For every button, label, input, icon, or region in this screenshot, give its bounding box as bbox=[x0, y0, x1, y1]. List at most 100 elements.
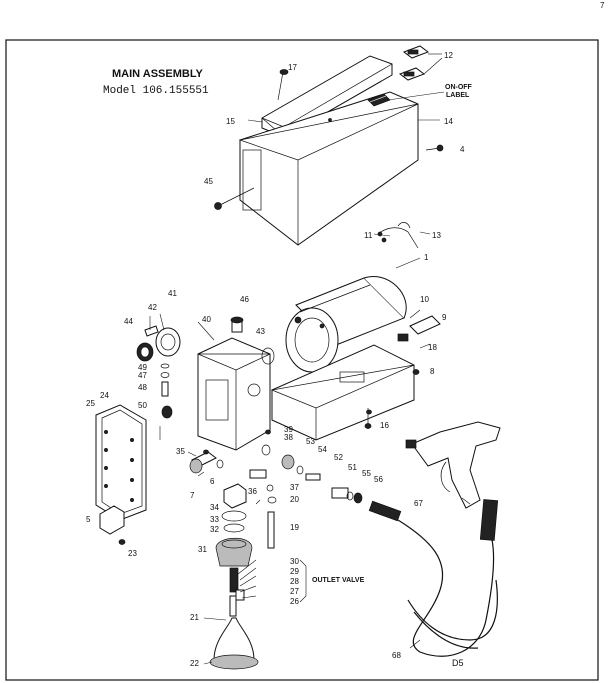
part-label-9: 9 bbox=[442, 313, 447, 322]
part-label-7: 7 bbox=[190, 491, 195, 500]
part-label-67: 67 bbox=[414, 499, 423, 508]
part-label-29: 29 bbox=[290, 567, 299, 576]
part-label-25: 25 bbox=[86, 399, 95, 408]
motor-cover-icon bbox=[239, 91, 419, 246]
screw-38-icon bbox=[265, 429, 271, 435]
bearing-41-icon bbox=[155, 327, 181, 357]
nut-56-icon bbox=[353, 492, 363, 504]
leader-lines bbox=[149, 53, 471, 665]
figure-code: D5 bbox=[452, 658, 464, 668]
oring-49-icon bbox=[160, 363, 170, 369]
part-number-labels: 17 12 15 14 4 45 11 13 1 10 9 46 42 41 4… bbox=[86, 51, 465, 668]
part-label-52: 52 bbox=[334, 453, 343, 462]
knob-5-icon bbox=[99, 505, 125, 535]
part-label-54: 54 bbox=[318, 445, 327, 454]
diagram-frame bbox=[5, 39, 599, 681]
fitting-52-icon bbox=[305, 473, 321, 481]
on-off-label-line-2: LABEL bbox=[446, 92, 470, 99]
seal-20-icon bbox=[267, 496, 277, 504]
screw-4-icon bbox=[425, 144, 444, 152]
part-label-26: 26 bbox=[290, 597, 299, 606]
part-label-5: 5 bbox=[86, 515, 91, 524]
part-label-8: 8 bbox=[430, 367, 435, 376]
cap-46-icon bbox=[230, 316, 244, 333]
part-label-22: 22 bbox=[190, 659, 199, 668]
part-label-44: 44 bbox=[124, 317, 133, 326]
part-label-47: 47 bbox=[138, 371, 147, 380]
hose-68-icon bbox=[397, 519, 495, 657]
bushing-50-icon bbox=[161, 405, 173, 419]
part-label-68: 68 bbox=[392, 651, 401, 660]
housing-group bbox=[214, 45, 444, 249]
part-label-16: 16 bbox=[380, 421, 389, 430]
screw-16-icon bbox=[364, 408, 372, 429]
callouts: ON-OFF LABEL OUTLET VALVE D5 bbox=[312, 84, 473, 668]
part-label-18: 18 bbox=[428, 343, 437, 352]
part-label-45: 45 bbox=[204, 177, 213, 186]
washer-6-icon bbox=[216, 459, 224, 469]
part-label-4: 4 bbox=[460, 145, 465, 154]
part-label-31: 31 bbox=[198, 545, 207, 554]
nut-53-icon bbox=[281, 454, 295, 470]
part-label-39: 39 bbox=[284, 425, 293, 434]
screw-8-icon bbox=[412, 369, 420, 375]
screw-35-icon bbox=[203, 449, 209, 455]
outlet-valve-label: OUTLET VALVE bbox=[312, 577, 365, 584]
part-label-49: 49 bbox=[138, 363, 147, 372]
oring-37-icon bbox=[266, 484, 274, 492]
part-label-37: 37 bbox=[290, 483, 299, 492]
part-label-27: 27 bbox=[290, 587, 299, 596]
motor-base-icon bbox=[271, 344, 415, 441]
oring-33-icon bbox=[221, 510, 247, 522]
part-label-42: 42 bbox=[148, 303, 157, 312]
part-label-21: 21 bbox=[190, 613, 199, 622]
diagram-title: MAIN ASSEMBLY bbox=[112, 68, 204, 80]
part-label-14: 14 bbox=[444, 117, 453, 126]
outlet-body-31-icon bbox=[215, 537, 253, 567]
oring-55-icon bbox=[346, 491, 354, 501]
part-label-35: 35 bbox=[176, 447, 185, 456]
part-label-30: 30 bbox=[290, 557, 299, 566]
part-label-34: 34 bbox=[210, 503, 219, 512]
clips-12-icon bbox=[398, 45, 430, 81]
part-label-46: 46 bbox=[240, 295, 249, 304]
on-off-label-line-1: ON-OFF bbox=[445, 84, 473, 91]
part-label-15: 15 bbox=[226, 117, 235, 126]
part-label-40: 40 bbox=[202, 315, 211, 324]
screw-45-icon bbox=[214, 187, 255, 210]
part-label-12: 12 bbox=[444, 51, 453, 60]
coupler-51-icon bbox=[331, 487, 349, 499]
part-label-11: 11 bbox=[364, 231, 373, 240]
part-label-36: 36 bbox=[248, 487, 257, 496]
screw-17-icon bbox=[277, 69, 289, 101]
piston-22-icon bbox=[213, 617, 255, 661]
gasket-32-icon bbox=[223, 523, 245, 533]
part-label-13: 13 bbox=[432, 231, 441, 240]
part-label-38: 38 bbox=[284, 433, 293, 442]
pump-housing-group bbox=[95, 316, 363, 670]
part-label-6: 6 bbox=[210, 477, 215, 486]
pin-48-icon bbox=[161, 381, 169, 397]
valve-spring-icon bbox=[229, 567, 245, 601]
part-label-23: 23 bbox=[128, 549, 137, 558]
part-label-48: 48 bbox=[138, 383, 147, 392]
part-label-32: 32 bbox=[210, 525, 219, 534]
fitting-39-icon bbox=[261, 444, 271, 456]
washer-47-icon bbox=[160, 372, 170, 378]
part-label-53: 53 bbox=[306, 437, 315, 446]
screw-23-icon bbox=[118, 539, 126, 545]
hose-fitting-icon bbox=[368, 499, 499, 541]
rod-19-icon bbox=[267, 511, 275, 549]
rod-36-icon bbox=[249, 469, 267, 479]
part-label-41: 41 bbox=[168, 289, 177, 298]
piston-rod-21-icon bbox=[229, 595, 237, 617]
capacitor-10-icon bbox=[397, 315, 441, 342]
cover-plate-icon bbox=[95, 404, 147, 521]
pump-housing-icon bbox=[197, 337, 271, 451]
part-label-1: 1 bbox=[424, 253, 429, 262]
part-label-50: 50 bbox=[138, 401, 147, 410]
fitting-7-icon bbox=[189, 451, 217, 474]
part-label-55: 55 bbox=[362, 469, 371, 478]
power-cord-icon bbox=[377, 222, 419, 249]
